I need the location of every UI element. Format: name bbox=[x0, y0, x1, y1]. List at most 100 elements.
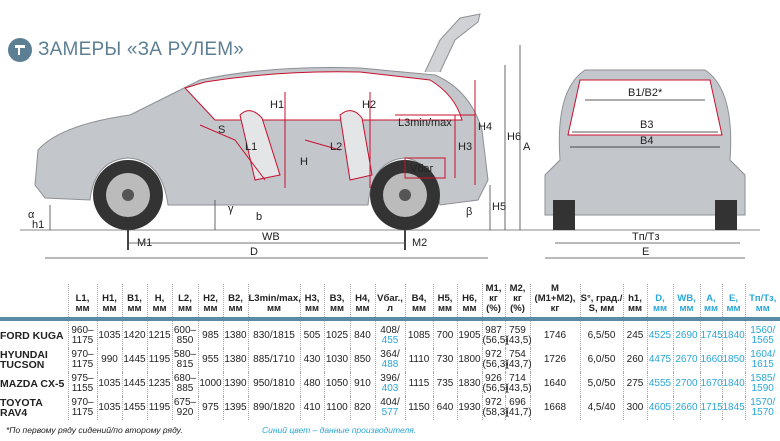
cell-h1: 260 bbox=[622, 348, 647, 372]
cell-b2: 1380 bbox=[222, 348, 248, 372]
label-l2: L2 bbox=[330, 141, 342, 153]
caliper-icon bbox=[8, 38, 32, 62]
col-h2: H2,мм bbox=[197, 284, 223, 321]
cell-h2: 975 bbox=[197, 396, 223, 420]
cell-h1: 1035 bbox=[96, 319, 122, 348]
cell-h5: 640 bbox=[432, 396, 457, 420]
col-l1: L1,мм bbox=[67, 284, 97, 321]
manufacturer-data-note: Синий цвет – данные производителя. bbox=[262, 425, 417, 435]
cell-h4: 840 bbox=[349, 319, 375, 348]
cell-b1: 1445 bbox=[121, 348, 147, 372]
car-measurement-diagram: S H1 L1 L2 H H2 L3min/max H3 Vбаг H4 H5 … bbox=[20, 13, 760, 259]
cell-l3: 830/1815 bbox=[247, 319, 300, 348]
cell-s: 5,0/50 bbox=[579, 372, 623, 396]
cell-h6: 1905 bbox=[456, 319, 482, 348]
cell-d: 4525 bbox=[646, 319, 673, 348]
cell-l1: 970–1175 bbox=[67, 348, 97, 372]
label-h2: H2 bbox=[362, 99, 376, 111]
label-h1: H1 bbox=[270, 99, 284, 111]
cell-m2: 714 (43,5) bbox=[504, 372, 532, 396]
cell-b3: 1050 bbox=[323, 372, 350, 396]
cell-m2: 759 (43,5) bbox=[504, 319, 532, 348]
cell-a: 1660 bbox=[699, 348, 723, 372]
cell-m: 1746 bbox=[529, 319, 580, 348]
cell-b2: 1390 bbox=[222, 372, 248, 396]
cell-e: 1845 bbox=[721, 396, 745, 420]
label-wb: WB bbox=[262, 231, 280, 243]
col-track: Tп/Tз,мм bbox=[744, 284, 780, 321]
car-name: HYUNDAI TUCSON bbox=[0, 349, 48, 371]
cell-l1: 970–1175 bbox=[67, 396, 97, 420]
col-b3: B3,мм bbox=[323, 284, 350, 321]
cell-s: 6,0/50 bbox=[579, 348, 623, 372]
label-b4: B4 bbox=[640, 135, 653, 147]
cell-h3: 410 bbox=[299, 396, 324, 420]
cell-h3: 480 bbox=[299, 372, 324, 396]
cell-m1: 926 (56,5) bbox=[481, 372, 509, 396]
label-m1: M1 bbox=[137, 237, 152, 249]
cell-h5: 700 bbox=[432, 319, 457, 348]
label-h6: H6 bbox=[507, 131, 521, 143]
cell-h: 1215 bbox=[146, 319, 172, 348]
cell-h5: 735 bbox=[432, 372, 457, 396]
cell-h3: 505 bbox=[299, 319, 324, 348]
cell-h: 1195 bbox=[146, 348, 172, 372]
cell-l1: 960–1175 bbox=[67, 319, 97, 348]
label-h: H bbox=[300, 156, 308, 168]
label-b: b bbox=[256, 211, 262, 223]
cell-l3: 890/1820 bbox=[247, 396, 300, 420]
label-gamma: γ bbox=[228, 203, 234, 215]
label-track: Tп/Tз bbox=[632, 231, 660, 243]
label-m2: M2 bbox=[412, 237, 427, 249]
col-h1-clearance: h1,мм bbox=[622, 284, 647, 321]
col-l3: L3min/max,мм bbox=[247, 284, 301, 321]
cell-h1: 300 bbox=[622, 396, 647, 420]
cell-h: 1195 bbox=[146, 396, 172, 420]
cell-v: 404/577 bbox=[374, 396, 405, 420]
cell-h6: 1930 bbox=[456, 396, 482, 420]
cell-m2: 696 (41,7) bbox=[504, 396, 532, 420]
cell-h1: 275 bbox=[622, 372, 647, 396]
col-b1: B1,мм bbox=[121, 284, 147, 321]
cell-h: 1235 bbox=[146, 372, 172, 396]
cell-d: 4605 bbox=[646, 396, 673, 420]
cell-h4: 850 bbox=[349, 348, 375, 372]
col-wb: WB,мм bbox=[672, 284, 700, 321]
footnote: *По первому ряду сидений/по второму ряду… bbox=[6, 425, 183, 435]
col-h: H,мм bbox=[146, 284, 172, 321]
cell-wb: 2670 bbox=[672, 348, 700, 372]
cell-wb: 2660 bbox=[672, 396, 700, 420]
cell-b3: 1030 bbox=[323, 348, 350, 372]
cell-b4: 1115 bbox=[404, 372, 433, 396]
cell-h5: 730 bbox=[432, 348, 457, 372]
cell-m1: 987 (56,5) bbox=[481, 319, 509, 348]
col-e: E,мм bbox=[721, 284, 745, 321]
label-s: S bbox=[218, 124, 225, 136]
cell-b3: 1100 bbox=[323, 396, 350, 420]
cell-h1: 245 bbox=[622, 319, 647, 348]
table-header-row: L1,мм H1,мм B1,мм H,мм L2,мм H2,мм B2,мм… bbox=[0, 284, 780, 321]
label-b3: B3 bbox=[640, 119, 653, 131]
cell-m: 1640 bbox=[529, 372, 580, 396]
cell-a: 1715 bbox=[699, 396, 723, 420]
label-alpha: α bbox=[28, 209, 35, 221]
cell-v: 364/488 bbox=[374, 348, 405, 372]
cell-t: 1570/ 1570 bbox=[744, 396, 780, 420]
col-h4: H4,мм bbox=[349, 284, 375, 321]
title-text: ЗАМЕРЫ «ЗА РУЛЕМ» bbox=[38, 39, 245, 60]
label-l3: L3min/max bbox=[398, 117, 452, 129]
cell-l3: 885/1710 bbox=[247, 348, 300, 372]
cell-h6: 1830 bbox=[456, 372, 482, 396]
cell-b4: 1110 bbox=[404, 348, 433, 372]
cell-l2: 580–815 bbox=[171, 348, 198, 372]
col-h1: H1,мм bbox=[96, 284, 122, 321]
cell-l1: 975–1155 bbox=[67, 372, 97, 396]
col-h5: H5,мм bbox=[432, 284, 457, 321]
label-h3: H3 bbox=[458, 141, 472, 153]
col-l2: L2,мм bbox=[171, 284, 198, 321]
cell-m: 1726 bbox=[529, 348, 580, 372]
